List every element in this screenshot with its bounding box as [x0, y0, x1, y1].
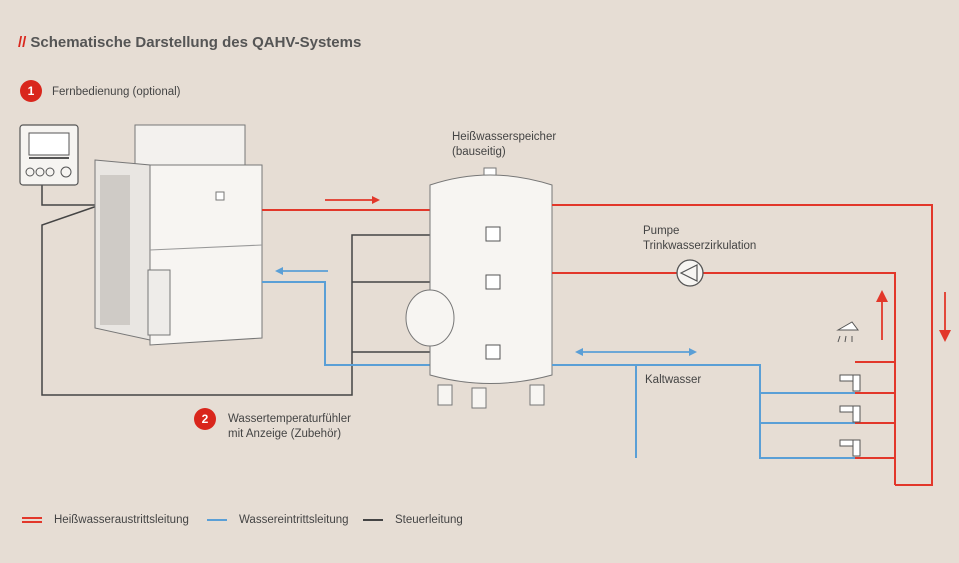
pump-label-line1: Pumpe [643, 225, 680, 237]
cold-inlet-line [262, 281, 430, 366]
pump-label: Pumpe Trinkwasserzirkulation [643, 224, 756, 254]
control-line-sensor [41, 204, 490, 396]
legend-cold: Wassereintrittsleitung [207, 514, 349, 526]
pump-label-line2: Trinkwasserzirkulation [643, 240, 757, 252]
cold-water-label: Kaltwasser [645, 374, 702, 386]
legend-hot-swatch [22, 517, 42, 523]
remote-label: Fernbedienung (optional) [52, 86, 181, 98]
hot-supply-line [552, 204, 933, 486]
title-text: Schematische Darstellung des QAHV-System… [30, 34, 362, 51]
legend-cold-label: Wassereintrittsleitung [239, 514, 349, 526]
faucet-icon [839, 374, 861, 457]
pump-icon [676, 259, 704, 287]
tank-label-line1: Heißwasserspeicher [452, 131, 557, 143]
page-title: //Schematische Darstellung des QAHV-Syst… [18, 34, 361, 51]
title-prefix: // [18, 34, 27, 51]
legend-hot-label: Heißwasseraustrittsleitung [54, 514, 189, 526]
legend-cold-swatch [207, 519, 227, 521]
hot-water-tank-icon [405, 167, 553, 409]
sensor-label-line2: mit Anzeige (Zubehör) [228, 428, 342, 440]
sensor-label: Wassertemperaturfühler mit Anzeige (Zube… [228, 412, 351, 442]
tank-label: Heißwasserspeicher (bauseitig) [452, 130, 556, 160]
tank-label-line2: (bauseitig) [452, 146, 506, 158]
circulation-line [552, 272, 896, 485]
shower-icon [836, 321, 859, 343]
control-line-remote [41, 185, 100, 206]
cold-water-line [552, 364, 855, 459]
heat-pump-unit-icon [94, 124, 263, 346]
legend-hot: Heißwasseraustrittsleitung [22, 514, 189, 526]
legend-control: Steuerleitung [363, 514, 463, 526]
badge-1: 1 [20, 80, 42, 102]
badge-2: 2 [194, 408, 216, 430]
legend-control-label: Steuerleitung [395, 514, 463, 526]
remote-control-icon [19, 124, 79, 186]
legend-control-swatch [363, 519, 383, 521]
sensor-label-line1: Wassertemperaturfühler [228, 413, 351, 425]
